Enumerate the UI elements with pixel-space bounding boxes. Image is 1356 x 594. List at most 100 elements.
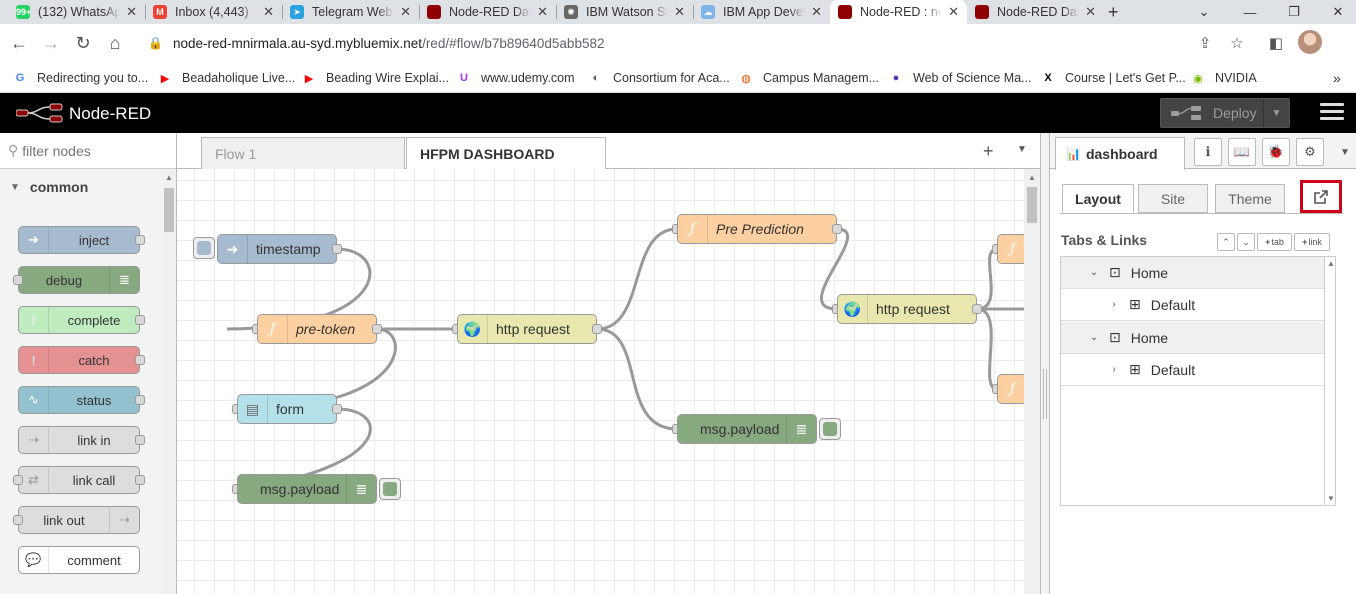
more-bookmarks-icon[interactable]: » xyxy=(1333,70,1341,86)
window-close-button[interactable]: ✕ xyxy=(1332,4,1344,19)
bookmark-star-icon[interactable]: ☆ xyxy=(1230,35,1244,52)
palette-node-link-call[interactable]: ⇄link call xyxy=(18,466,140,494)
info-icon[interactable]: ℹ xyxy=(1194,138,1222,166)
new-tab-button[interactable]: + xyxy=(1108,1,1119,22)
bookmark-item[interactable]: ▶Beadaholique Live... xyxy=(157,68,296,88)
forward-button[interactable]: → xyxy=(42,32,60,53)
palette-node-catch[interactable]: !catch xyxy=(18,346,140,374)
flow-node-pre-token[interactable]: ƒ pre-token xyxy=(257,314,377,344)
browser-tab[interactable]: 99+(132) WhatsApp✕ xyxy=(8,0,145,24)
config-gear-icon[interactable]: ⚙ xyxy=(1296,138,1324,166)
palette-node-inject[interactable]: ➜inject xyxy=(18,226,140,254)
flow-canvas[interactable]: ➜ timestamp ƒ pre-token 🌍 http request ▤… xyxy=(177,169,1024,594)
palette-node-debug[interactable]: debug≣ xyxy=(18,266,140,294)
back-button[interactable]: ← xyxy=(10,32,28,53)
minimize-button[interactable]: — xyxy=(1243,4,1257,20)
browser-tab[interactable]: Node-RED Dashboard✕ xyxy=(419,0,556,24)
subtab-theme[interactable]: Theme xyxy=(1215,184,1285,213)
flow-node-timestamp[interactable]: ➜ timestamp xyxy=(217,234,337,264)
flow-node-function-partial-top[interactable]: ƒ xyxy=(997,234,1024,264)
sidebar-resize-handle[interactable] xyxy=(1040,133,1050,594)
close-tab-icon[interactable]: ✕ xyxy=(811,4,822,19)
debug-toggle-button[interactable] xyxy=(379,478,401,500)
sidebar-menu-caret-icon[interactable]: ▼ xyxy=(1340,147,1350,158)
close-tab-icon[interactable]: ✕ xyxy=(263,4,274,19)
inject-trigger-button[interactable] xyxy=(193,237,215,259)
output-port[interactable] xyxy=(372,324,382,334)
tree-item-tab[interactable]: ⌄ ⊡ Home xyxy=(1061,322,1334,354)
browser-tab[interactable]: ➤Telegram Web✕ xyxy=(282,0,419,24)
collapse-all-icon[interactable]: ⌃ xyxy=(1217,233,1235,251)
home-button[interactable]: ⌂ xyxy=(109,32,121,53)
tab-search-icon[interactable]: ⌄ xyxy=(1198,4,1210,19)
output-port[interactable] xyxy=(592,324,602,334)
debug-toggle-button[interactable] xyxy=(819,418,841,440)
bookmark-item[interactable]: ◉NVIDIA xyxy=(1190,68,1257,88)
flow-node-http-request-1[interactable]: 🌍 http request xyxy=(457,314,597,344)
palette-node-comment[interactable]: 💬comment xyxy=(18,546,140,574)
filter-nodes-input[interactable] xyxy=(22,142,173,159)
tab-flow-1[interactable]: Flow 1 xyxy=(201,137,405,170)
add-link-button[interactable]: +link xyxy=(1294,233,1330,251)
output-port[interactable] xyxy=(332,404,342,414)
bookmark-item[interactable]: ●Web of Science Ma... xyxy=(888,68,1032,88)
tree-item-tab[interactable]: ⌄ ⊡ Home xyxy=(1061,257,1334,289)
subtab-site[interactable]: Site xyxy=(1138,184,1208,213)
reload-button[interactable]: ↻ xyxy=(75,32,91,53)
palette-category-header[interactable]: ▼ common xyxy=(0,170,160,204)
help-book-icon[interactable]: 📖 xyxy=(1228,138,1256,166)
tree-item-group[interactable]: › ⊞ Default xyxy=(1061,354,1334,386)
palette-node-link-in[interactable]: ⇢link in xyxy=(18,426,140,454)
restore-button[interactable]: ❐ xyxy=(1288,4,1300,19)
close-tab-icon[interactable]: ✕ xyxy=(1085,4,1096,19)
add-flow-icon[interactable]: + xyxy=(983,141,994,161)
subtab-layout[interactable]: Layout xyxy=(1062,184,1134,213)
tab-dashboard[interactable]: 📊 dashboard xyxy=(1055,137,1185,170)
palette-node-status[interactable]: ∿status xyxy=(18,386,140,414)
add-tab-button[interactable]: +tab xyxy=(1257,233,1292,251)
share-icon[interactable]: ⇪ xyxy=(1198,35,1212,52)
browser-tab[interactable]: Node-RED Dashboard✕ xyxy=(967,0,1104,24)
side-panel-icon[interactable]: ◧ xyxy=(1268,35,1284,52)
palette-scrollbar[interactable]: ▲ xyxy=(162,170,176,594)
deploy-menu-caret-icon[interactable]: ▼ xyxy=(1263,99,1289,127)
close-tab-icon[interactable]: ✕ xyxy=(948,4,959,19)
flow-node-pre-prediction[interactable]: ƒ Pre Prediction xyxy=(677,214,837,244)
palette-node-link-out[interactable]: link out⇢ xyxy=(18,506,140,534)
close-tab-icon[interactable]: ✕ xyxy=(674,4,685,19)
output-port[interactable] xyxy=(832,224,842,234)
output-port[interactable] xyxy=(332,244,342,254)
close-tab-icon[interactable]: ✕ xyxy=(537,4,548,19)
tree-scrollbar[interactable]: ▲ ▼ xyxy=(1324,256,1336,506)
flow-node-msg-payload-2[interactable]: msg.payload ≣ xyxy=(677,414,817,444)
browser-tab[interactable]: ✺IBM Watson Studio✕ xyxy=(556,0,693,24)
browser-tab[interactable]: Node-RED : node-red✕ xyxy=(830,0,967,24)
expand-all-icon[interactable]: ⌄ xyxy=(1237,233,1255,251)
main-menu-button[interactable] xyxy=(1320,103,1344,123)
flow-node-form[interactable]: ▤ form xyxy=(237,394,337,424)
close-tab-icon[interactable]: ✕ xyxy=(126,4,137,19)
browser-tab[interactable]: ☁IBM App Developer✕ xyxy=(693,0,830,24)
flow-node-http-request-2[interactable]: 🌍 http request xyxy=(837,294,977,324)
flow-node-function-partial-bottom[interactable]: ƒ xyxy=(997,374,1024,404)
debug-bug-icon[interactable]: 🐞 xyxy=(1262,138,1290,166)
url-bar[interactable]: 🔒 node-red-mnirmala.au-syd.mybluemix.net… xyxy=(140,30,1260,56)
bookmark-item[interactable]: ◍Campus Managem... xyxy=(738,68,879,88)
flow-node-msg-payload-1[interactable]: msg.payload ≣ xyxy=(237,474,377,504)
tab-hfpm-dashboard[interactable]: HFPM DASHBOARD xyxy=(406,137,606,170)
deploy-button[interactable]: Deploy ▼ xyxy=(1160,98,1290,128)
close-tab-icon[interactable]: ✕ xyxy=(400,4,411,19)
bookmark-item[interactable]: ▶Beading Wire Explai... xyxy=(301,68,449,88)
tree-item-group[interactable]: › ⊞ Default xyxy=(1061,289,1334,321)
profile-avatar[interactable] xyxy=(1298,30,1322,54)
flow-list-caret-icon[interactable]: ▼ xyxy=(1017,144,1027,155)
canvas-scrollbar[interactable]: ▲ xyxy=(1024,169,1040,594)
bookmark-item[interactable]: ◐Consortium for Aca... xyxy=(588,68,730,88)
open-dashboard-button[interactable] xyxy=(1300,180,1342,213)
palette-node-complete[interactable]: !complete xyxy=(18,306,140,334)
output-port[interactable] xyxy=(972,304,982,314)
